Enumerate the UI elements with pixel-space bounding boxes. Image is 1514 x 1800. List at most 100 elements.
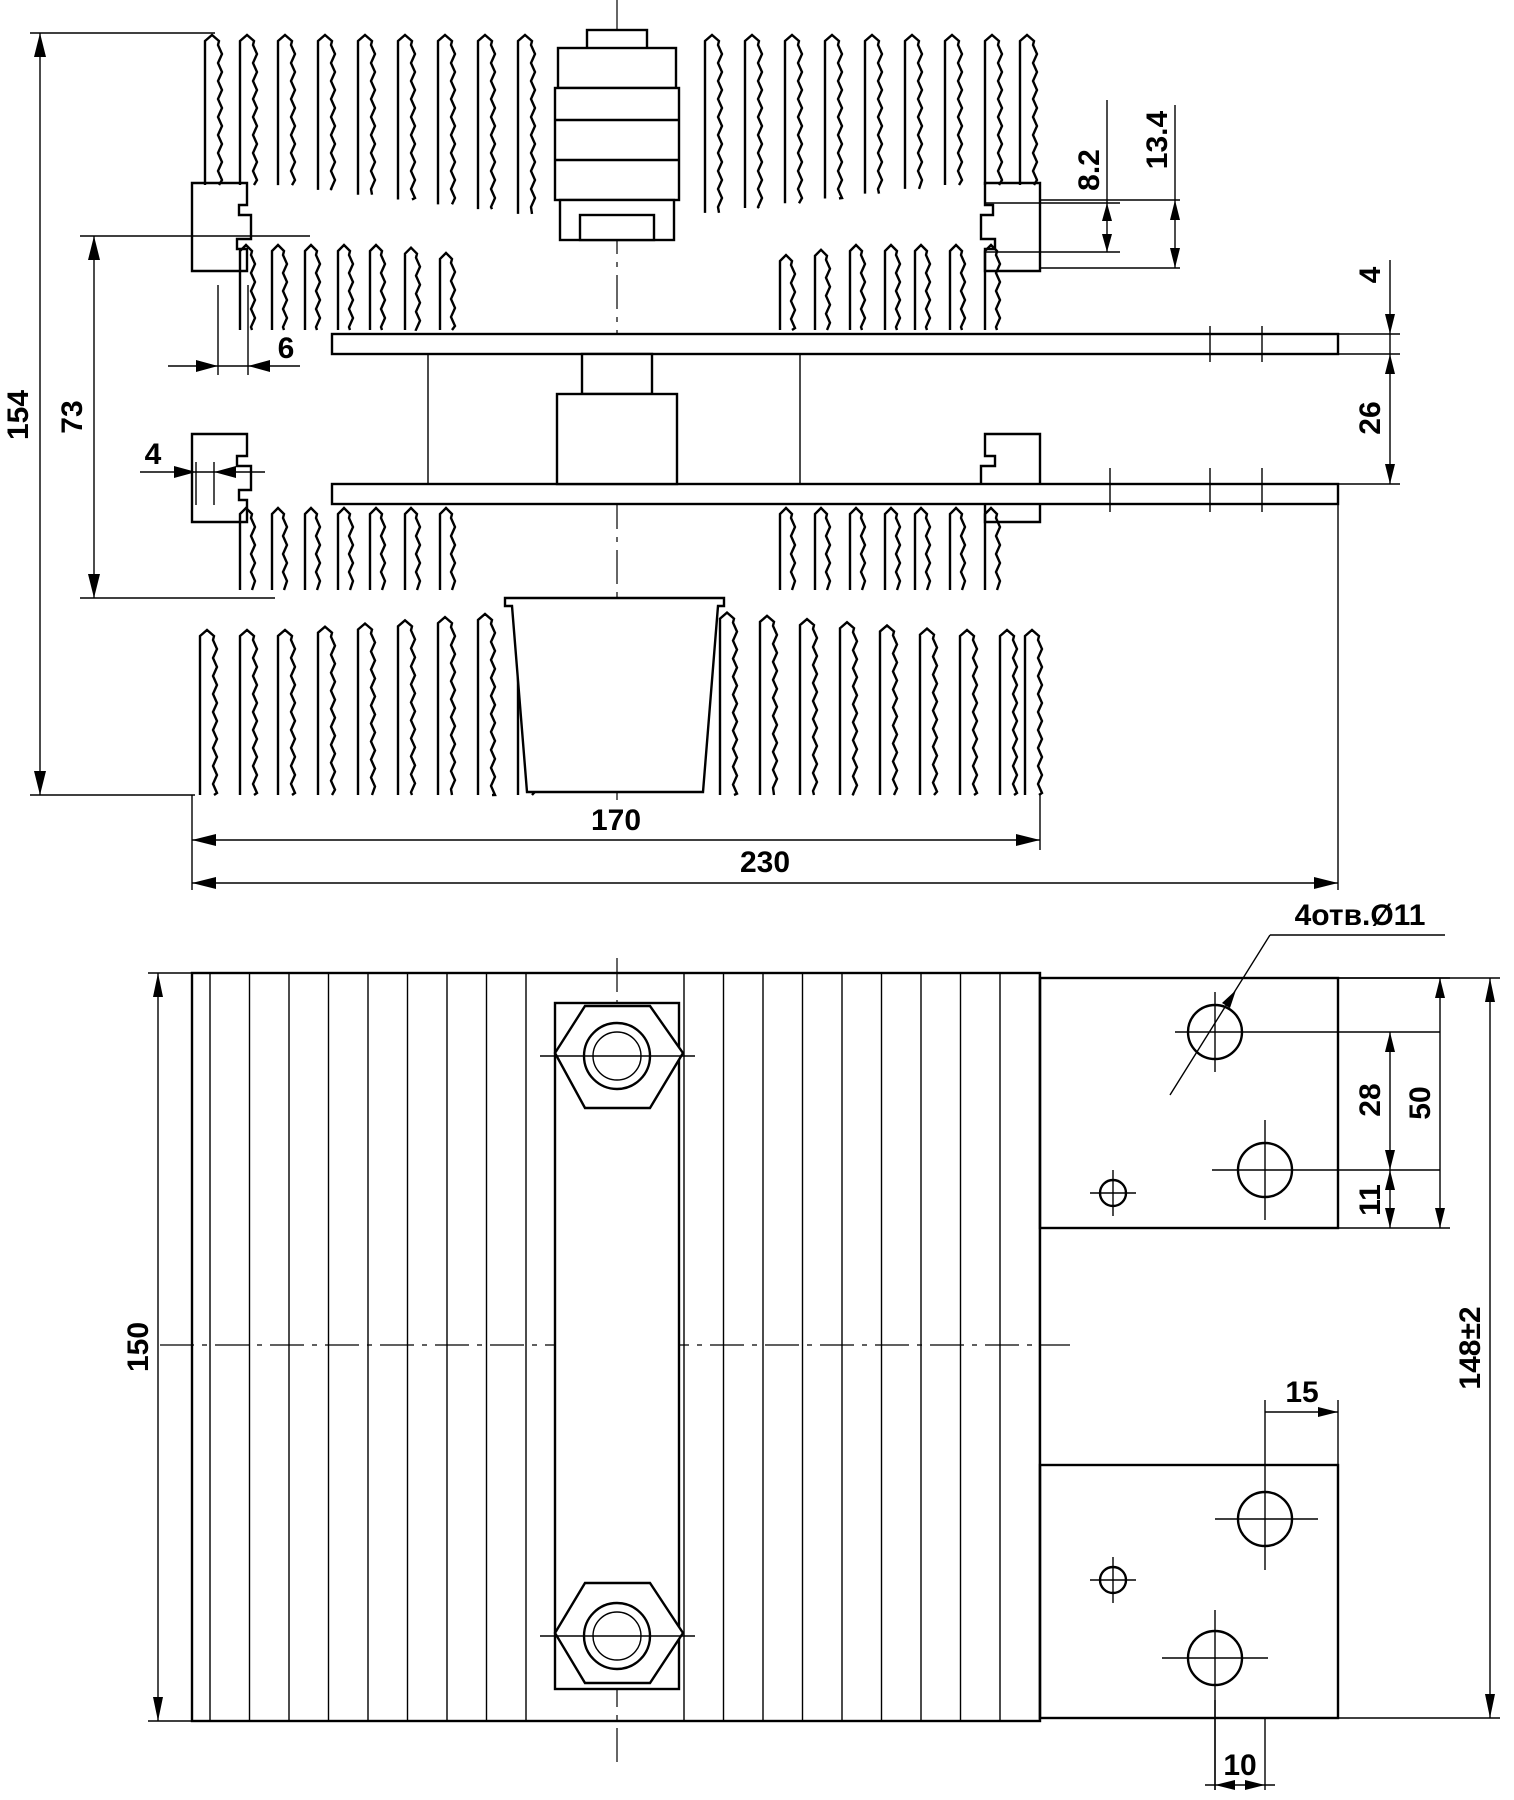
lower-fin [476, 612, 497, 797]
upper-fin [983, 33, 1004, 186]
lower-inner-fin [403, 506, 422, 591]
upper-inner-fin [303, 243, 322, 331]
upper-inner-fin [368, 243, 387, 331]
label-154: 154 [2, 390, 35, 440]
label-11: 11 [1354, 1184, 1387, 1216]
lower-inner-fin [913, 506, 932, 591]
dim-8-2: 8.2 [985, 100, 1120, 253]
lower-fin [356, 621, 377, 796]
lower-fin [798, 617, 819, 796]
lower-inner-fin [368, 506, 387, 591]
lower-clamp-block [503, 596, 726, 794]
label-10: 10 [1223, 1749, 1256, 1782]
lower-fin [276, 628, 297, 796]
clamp-body [553, 86, 681, 202]
lower-inner-fin [983, 506, 1002, 591]
label-170: 170 [591, 804, 641, 837]
label-holes: 4отв.Ø11 [1295, 899, 1426, 932]
dim-13-4: 13.4 [1040, 105, 1180, 269]
dim-170: 170 [191, 795, 1041, 890]
upper-inner-fin [778, 253, 797, 332]
upper-inner-fin [336, 243, 355, 331]
lower-inner-fin [948, 506, 967, 591]
upper-fin [203, 33, 224, 186]
upper-inner-fin [983, 243, 1002, 331]
lower-inner-fin [438, 506, 457, 591]
dim-148: 148±2 [1338, 977, 1500, 1719]
lower-fin [396, 618, 417, 796]
upper-fin [396, 33, 417, 201]
right-upper-flange [979, 181, 1042, 273]
dim-50: 50 [1338, 977, 1450, 1229]
plan-view: 4отв.Ø11 28 11 50 148±2 [122, 899, 1500, 1790]
label-6: 6 [278, 332, 295, 365]
upper-fin [436, 33, 457, 205]
label-13-4: 13.4 [1141, 110, 1174, 169]
lower-fin [316, 625, 337, 796]
dim-154: 154 [2, 32, 215, 796]
label-73: 73 [56, 400, 89, 433]
upper-inner-fin [813, 248, 832, 331]
lower-fin [758, 614, 779, 796]
dim-15: 15 [1264, 1376, 1339, 1470]
hex-nut-top [540, 1004, 695, 1110]
lower-fin [838, 620, 859, 796]
upper-fin [476, 33, 497, 210]
label-50: 50 [1404, 1086, 1437, 1119]
lower-busbar [330, 482, 1340, 506]
lower-inner-fin [883, 506, 902, 591]
lower-fin [718, 611, 739, 797]
label-4-fin: 4 [145, 438, 162, 471]
lower-fin [238, 628, 259, 796]
upper-fin [943, 33, 964, 186]
section-view: 154 73 6 4 [2, 0, 1400, 890]
label-15: 15 [1285, 1376, 1318, 1409]
dim-28-11: 28 11 [1338, 1032, 1400, 1229]
lower-fin [878, 623, 899, 796]
dim-73: 73 [56, 235, 310, 599]
label-230: 230 [740, 846, 790, 879]
upper-inner-fin [238, 243, 257, 331]
upper-fin [1018, 33, 1039, 186]
upper-fin [276, 33, 297, 186]
upper-inner-fin [848, 243, 867, 331]
terminal-plate-upper [1038, 976, 1340, 1230]
upper-fin [703, 33, 724, 214]
dim-150: 150 [122, 972, 205, 1722]
upper-fin [783, 33, 804, 204]
label-28: 28 [1354, 1083, 1387, 1116]
clamp-strap [553, 1001, 681, 1691]
dim-holes: 4отв.Ø11 [1169, 899, 1445, 1096]
upper-fin [356, 33, 377, 195]
lower-inner-fin [303, 506, 322, 591]
upper-fin [863, 33, 884, 194]
lower-inner-fin [336, 506, 355, 591]
lower-inner-fin [778, 506, 797, 591]
label-bar-26: 26 [1354, 401, 1387, 434]
label-148: 148±2 [1454, 1306, 1487, 1389]
thyristor-tablet [555, 392, 679, 486]
upper-fin [516, 33, 537, 215]
upper-inner-fin [270, 243, 289, 331]
upper-inner-fin [883, 243, 902, 331]
upper-fin [903, 33, 924, 190]
lower-fin [958, 628, 979, 796]
upper-fin [316, 33, 337, 191]
hex-nut-bottom [540, 1581, 695, 1685]
dim-230: 230 [192, 504, 1339, 890]
label-bar-4: 4 [1354, 266, 1387, 283]
dim-4-fin: 4 [140, 438, 265, 505]
upper-busbar [330, 332, 1340, 356]
terminal-plate-lower [1038, 1463, 1340, 1720]
label-150: 150 [122, 1322, 155, 1372]
left-lower-flange [190, 432, 253, 524]
upper-heatsink [203, 33, 1039, 332]
fin-lines [209, 973, 1041, 1721]
upper-inner-fin [403, 246, 422, 332]
lower-fin [1023, 628, 1044, 796]
lower-fin [918, 627, 939, 796]
spacer-upper [578, 213, 656, 242]
lower-fin [198, 628, 219, 796]
nut-upper [556, 46, 678, 90]
